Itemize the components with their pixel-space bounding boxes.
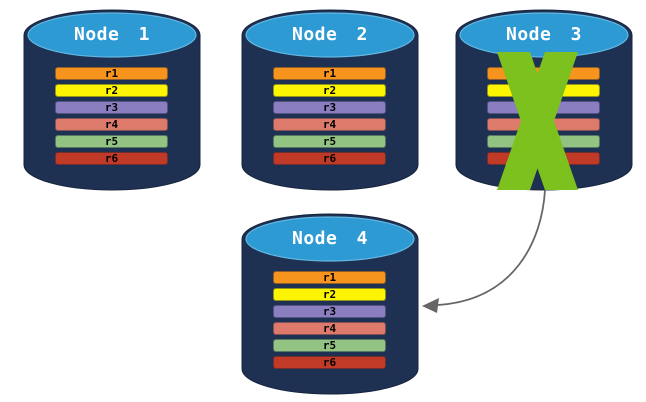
row-bar-r4: r4 (273, 118, 386, 131)
row-bar-r2: r2 (273, 84, 386, 97)
node-title: Node 4 (291, 228, 369, 249)
row-bar-r6: r6 (273, 152, 386, 165)
row-bar-r3: r3 (273, 305, 386, 318)
row-bar-r1: r1 (55, 67, 168, 80)
node-title: Node 2 (291, 24, 369, 45)
row-bar-r5: r5 (55, 135, 168, 148)
row-list: r1 r2 r3 r4 r5 r6 (55, 67, 168, 169)
row-bar-r2: r2 (273, 288, 386, 301)
row-bar-r6: r6 (55, 152, 168, 165)
node-title: Node 3 (505, 24, 583, 45)
node-2: Node 2 r1 r2 r3 r4 r5 r6 (240, 8, 420, 192)
row-bar-r5: r5 (273, 339, 386, 352)
row-bar-r6: r6 (273, 356, 386, 369)
node-4: Node 4 r1 r2 r3 r4 r5 r6 (240, 212, 420, 396)
row-bar-r4: r4 (273, 322, 386, 335)
row-bar-r3: r3 (273, 101, 386, 114)
row-bar-r4: r4 (55, 118, 168, 131)
row-bar-r3: r3 (55, 101, 168, 114)
row-bar-r1: r1 (273, 271, 386, 284)
node-1: Node 1 r1 r2 r3 r4 r5 r6 (22, 8, 202, 192)
row-bar-r5: r5 (273, 135, 386, 148)
node-title: Node 1 (73, 24, 151, 45)
row-list: r1 r2 r3 r4 r5 r6 (273, 67, 386, 169)
failure-x-icon (497, 52, 578, 190)
row-bar-r2: r2 (55, 84, 168, 97)
replication-arrow (422, 189, 546, 313)
row-bar-r1: r1 (273, 67, 386, 80)
row-list: r1 r2 r3 r4 r5 r6 (273, 271, 386, 373)
